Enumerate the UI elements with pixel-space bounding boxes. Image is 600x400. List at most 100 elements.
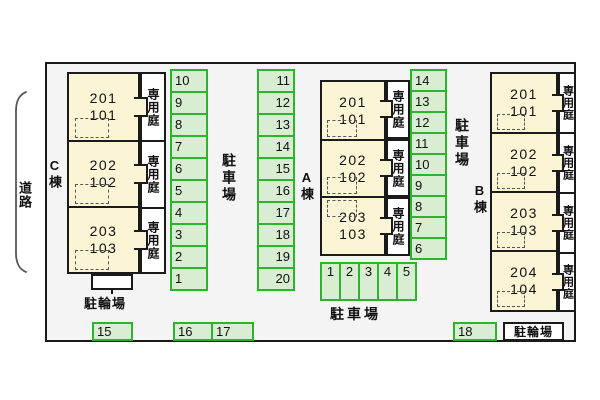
unit-number-upper: 203	[510, 204, 538, 221]
parking-space-12: 12	[257, 91, 295, 115]
unit-number-lower: 101	[89, 107, 118, 123]
stair-outline	[75, 184, 109, 204]
garden-label: 専用庭	[561, 205, 574, 241]
parking-space-1: 1	[170, 267, 208, 291]
parking-space-2: 2	[170, 245, 208, 269]
parking-space-13b: 13	[410, 90, 447, 113]
entrance-notch	[552, 154, 564, 172]
unit-number-lower: 102	[89, 174, 118, 190]
building-c: 201 101 202 102 203 103	[67, 72, 140, 274]
parking-space-11: 11	[257, 69, 295, 93]
parking-space-r2: 2	[339, 262, 360, 301]
stair-outline	[327, 120, 357, 137]
parking-space-7b: 7	[410, 216, 447, 239]
parking-space-3: 3	[170, 223, 208, 247]
parking-space-r3: 3	[358, 262, 379, 301]
parking-space-19: 19	[257, 245, 295, 269]
garden-label: 専用庭	[391, 90, 405, 129]
unit-number-lower: 101	[339, 110, 367, 127]
garden-label: 専用庭	[146, 221, 160, 260]
garden-a-2: 専用庭	[386, 139, 410, 197]
parking-space-7: 7	[170, 135, 208, 159]
building-c-entrance	[91, 274, 133, 290]
parking-space-8b: 8	[410, 195, 447, 218]
garden-label: 専用庭	[391, 207, 405, 246]
road-label: 道路	[17, 181, 32, 209]
parking-lot-label-right: 駐車場	[454, 118, 470, 169]
entrance-notch	[380, 217, 393, 235]
garden-b-1: 専用庭	[558, 72, 576, 134]
parking-space-14b: 14	[410, 69, 447, 92]
unit-b-202: 202 102	[492, 132, 556, 191]
building-b: 201 101 202 102 203 103 204 104	[490, 72, 558, 312]
parking-space-16b: 16	[173, 322, 213, 341]
parking-space-9: 9	[170, 91, 208, 115]
garden-label: 専用庭	[561, 145, 574, 181]
building-a: 201 101 202 102 203 103	[320, 80, 386, 256]
parking-space-10: 10	[170, 69, 208, 93]
parking-space-17: 17	[257, 201, 295, 225]
road-bracket-icon	[15, 91, 27, 273]
garden-b-3: 専用庭	[558, 192, 576, 254]
stair-outline	[497, 291, 525, 307]
unit-number-upper: 202	[339, 151, 367, 168]
stair-outline	[497, 114, 525, 130]
parking-space-4: 4	[170, 201, 208, 225]
parking-space-12b: 12	[410, 111, 447, 134]
stair-outline	[75, 118, 109, 138]
unit-number-upper: 201	[339, 93, 367, 110]
parking-space-18: 18	[257, 223, 295, 247]
garden-b-4: 専用庭	[558, 252, 576, 312]
parking-row-mid: 1 2 3 4 5	[320, 262, 417, 301]
unit-number-lower: 103	[339, 226, 367, 242]
parking-space-14: 14	[257, 135, 295, 159]
bicycle-area-right-label: 駐輪場	[513, 325, 553, 339]
building-a-label: A棟	[299, 170, 314, 202]
parking-space-r1: 1	[320, 262, 341, 301]
parking-space-17b: 17	[211, 322, 254, 341]
stair-outline	[497, 173, 525, 189]
parking-space-5: 5	[170, 179, 208, 203]
parking-space-13: 13	[257, 113, 295, 137]
unit-b-201: 201 101	[492, 74, 556, 132]
unit-number-upper: 201	[510, 86, 538, 103]
parking-column-right: 14 13 12 11 10 9 8 7 6	[410, 69, 447, 260]
parking-space-8: 8	[170, 113, 208, 137]
unit-number-lower: 102	[339, 168, 367, 185]
unit-c-203: 203 103	[69, 206, 138, 272]
parking-space-16: 16	[257, 179, 295, 203]
stair-outline	[497, 232, 525, 248]
bicycle-area-left-label: 駐輪場	[84, 296, 127, 311]
parking-space-6: 6	[170, 157, 208, 181]
unit-number-lower: 101	[510, 103, 538, 119]
entrance-notch	[552, 94, 564, 112]
parking-space-20: 20	[257, 267, 295, 291]
unit-a-201: 201 101	[322, 82, 384, 139]
parking-column-left: 10 9 8 7 6 5 4 3 2 1	[170, 69, 208, 291]
entrance-notch	[134, 97, 148, 117]
parking-lot-label-left: 駐車場	[221, 153, 237, 204]
unit-number-upper: 204	[510, 264, 538, 281]
unit-number-lower: 103	[510, 221, 538, 238]
parking-space-10b: 10	[410, 153, 447, 176]
stair-outline	[75, 250, 109, 270]
parking-space-9b: 9	[410, 174, 447, 197]
entrance-notch	[552, 214, 564, 232]
parking-space-r4: 4	[377, 262, 398, 301]
garden-label: 専用庭	[391, 148, 405, 188]
entrance-notch	[380, 159, 393, 177]
building-b-label: B棟	[472, 183, 487, 215]
unit-number-lower: 104	[510, 281, 538, 297]
parking-space-15: 15	[257, 157, 295, 181]
unit-number-upper: 202	[510, 145, 538, 162]
unit-a-202: 202 102	[322, 139, 384, 196]
parking-space-6b: 6	[410, 237, 447, 260]
unit-number-lower: 102	[510, 162, 538, 179]
stair-outline	[327, 177, 357, 194]
unit-number-upper: 202	[89, 157, 118, 174]
unit-b-203: 203 103	[492, 191, 556, 250]
entrance-tick	[111, 290, 113, 294]
parking-space-r5: 5	[396, 262, 417, 301]
unit-c-201: 201 101	[69, 74, 138, 140]
